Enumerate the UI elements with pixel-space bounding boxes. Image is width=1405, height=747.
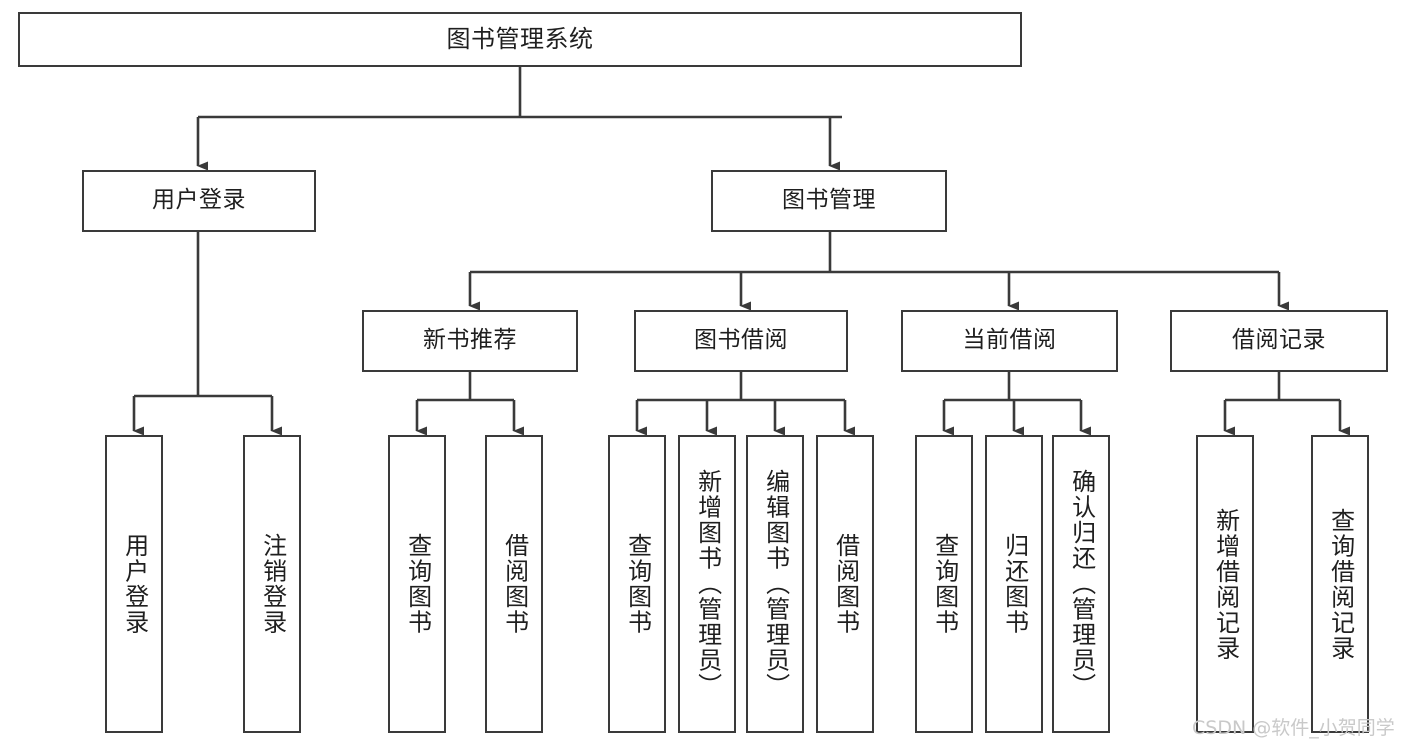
node-label: 图书管理	[782, 187, 876, 214]
node-label: 新增借阅记录	[1211, 507, 1240, 661]
node-label: 查询借阅记录	[1326, 507, 1355, 661]
node-leaf-return-book[interactable]: 归还图书	[985, 435, 1043, 733]
node-leaf-query-record[interactable]: 查询借阅记录	[1311, 435, 1369, 733]
node-label: 查询图书	[930, 533, 959, 635]
node-label: 新书推荐	[423, 327, 517, 354]
node-leaf-logout-login[interactable]: 注销登录	[243, 435, 301, 733]
node-book-borrow[interactable]: 图书借阅	[634, 310, 848, 372]
node-root-system[interactable]: 图书管理系统	[18, 12, 1022, 67]
node-label: 查询图书	[403, 533, 432, 635]
node-leaf-borrow-book-1[interactable]: 借阅图书	[485, 435, 543, 733]
node-new-book-recommend[interactable]: 新书推荐	[362, 310, 578, 372]
node-leaf-add-record[interactable]: 新增借阅记录	[1196, 435, 1254, 733]
node-label: 注销登录	[258, 533, 287, 635]
node-label: 归还图书	[1000, 533, 1029, 635]
node-leaf-confirm-return[interactable]: 确认归还（管理员）	[1052, 435, 1110, 733]
node-leaf-query-book-1[interactable]: 查询图书	[388, 435, 446, 733]
node-label: 借阅记录	[1232, 327, 1326, 354]
node-leaf-edit-book[interactable]: 编辑图书（管理员）	[746, 435, 804, 733]
node-book-management[interactable]: 图书管理	[711, 170, 947, 232]
node-label: 借阅图书	[831, 533, 860, 635]
node-leaf-borrow-book-2[interactable]: 借阅图书	[816, 435, 874, 733]
node-borrow-record[interactable]: 借阅记录	[1170, 310, 1388, 372]
node-label: 借阅图书	[500, 533, 529, 635]
node-label: 编辑图书（管理员）	[761, 469, 790, 699]
node-label: 当前借阅	[962, 327, 1057, 354]
node-leaf-add-book[interactable]: 新增图书（管理员）	[678, 435, 736, 733]
node-label: 用户登录	[120, 533, 149, 635]
node-label: 图书借阅	[694, 327, 788, 354]
node-label: 用户登录	[152, 187, 246, 214]
node-label: 图书管理系统	[446, 25, 594, 54]
node-user-login[interactable]: 用户登录	[82, 170, 316, 232]
node-label: 确认归还（管理员）	[1067, 469, 1096, 699]
node-current-borrow[interactable]: 当前借阅	[901, 310, 1118, 372]
node-label: 查询图书	[623, 533, 652, 635]
node-leaf-query-book-3[interactable]: 查询图书	[915, 435, 973, 733]
node-leaf-user-login[interactable]: 用户登录	[105, 435, 163, 733]
node-label: 新增图书（管理员）	[693, 469, 722, 699]
csdn-watermark: CSDN @软件_小贺同学	[1192, 717, 1395, 739]
node-leaf-query-book-2[interactable]: 查询图书	[608, 435, 666, 733]
